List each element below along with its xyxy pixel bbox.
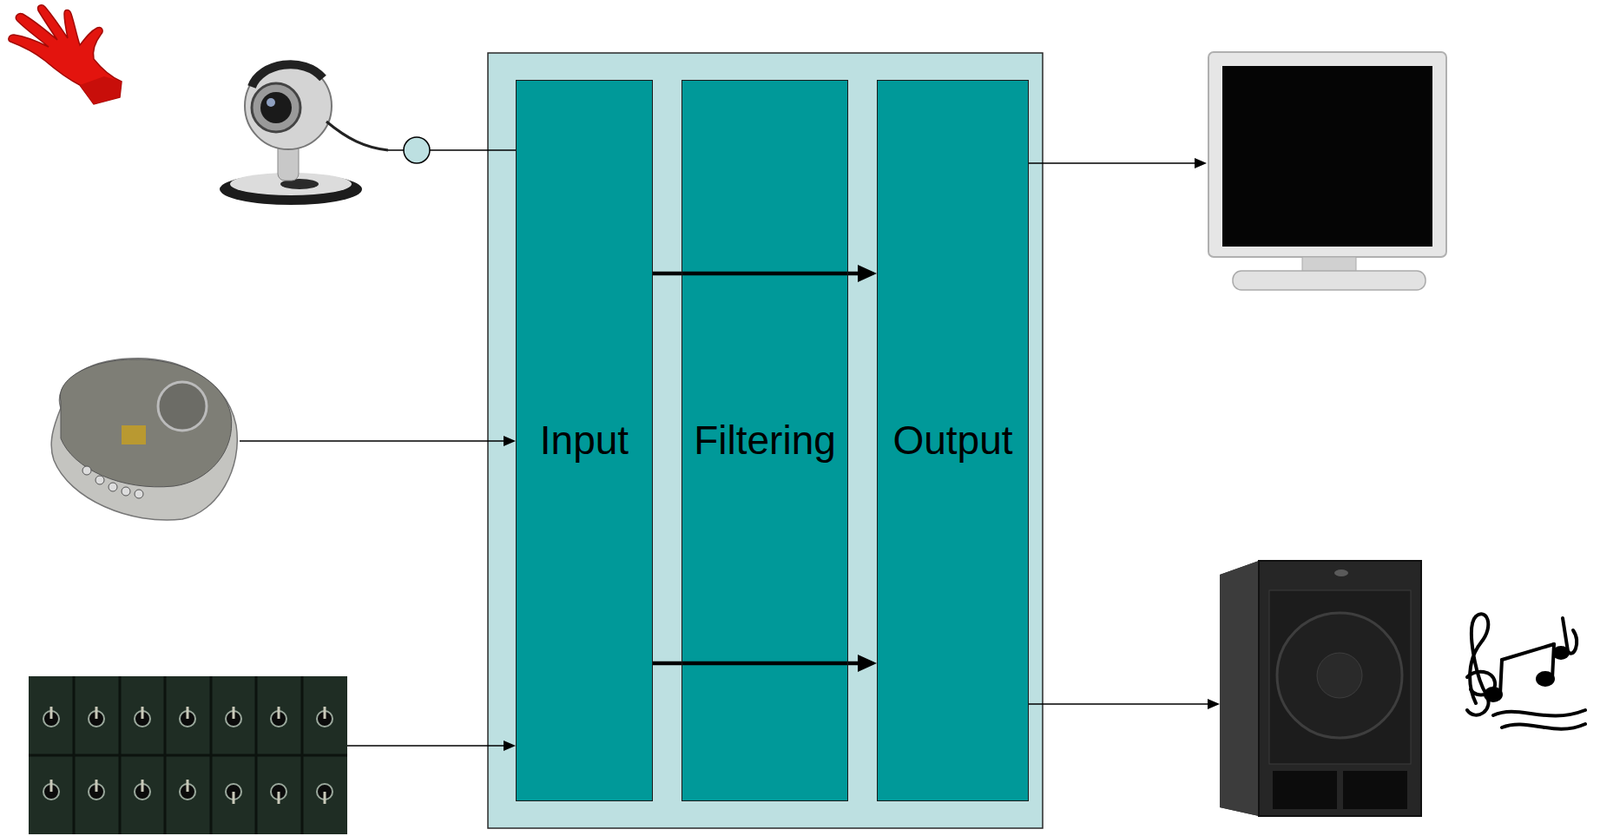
stage-label: Input [539,417,629,464]
music-notes-icon [1467,613,1586,729]
stage-label: Output [892,417,1013,464]
glove-icon [8,5,122,105]
switch-panel-photo [28,676,348,835]
stage-label: Filtering [693,417,837,464]
wire [239,435,516,447]
system-housing [487,52,1043,829]
wire [1028,158,1207,169]
wire [347,740,516,751]
stage-box: Input [515,79,653,802]
stage-fill [681,79,849,802]
stage-fill [515,79,653,802]
speaker-icon [1219,560,1422,817]
wire [1028,698,1220,710]
wire [388,137,516,164]
stage-fill [876,79,1029,802]
stage-box: Filtering [681,79,849,802]
flow-arrow [652,264,877,283]
webcam-icon [219,62,389,205]
flow-arrow [652,654,877,672]
cd-player-icon [51,358,238,521]
stage-box: Output [876,79,1029,802]
monitor-icon [1208,52,1447,290]
